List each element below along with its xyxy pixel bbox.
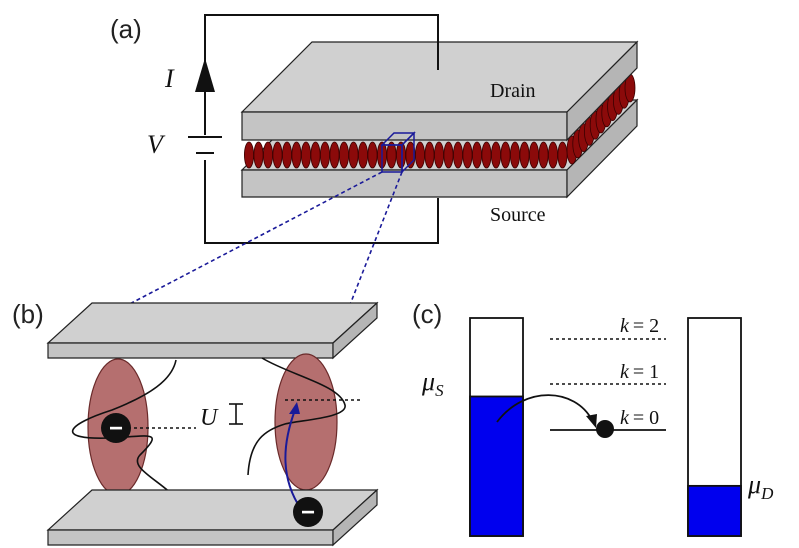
molecule	[548, 141, 559, 169]
molecule	[471, 141, 482, 169]
molecule	[490, 141, 501, 169]
molecule	[281, 141, 292, 169]
transfer-arrow-icon	[586, 414, 597, 428]
molecule	[462, 141, 473, 169]
molecule	[338, 141, 349, 169]
tunneling-path	[284, 409, 304, 513]
drain-electrode	[240, 40, 639, 142]
molecule	[557, 141, 568, 169]
current-arrow-icon	[195, 58, 215, 92]
molecule	[529, 141, 540, 169]
level-k0-label: k= 0	[620, 407, 659, 429]
molecule	[481, 141, 492, 169]
molecule	[509, 141, 520, 169]
electron-sign: −	[301, 499, 315, 526]
molecule	[319, 141, 330, 169]
level-k1-label: k= 1	[620, 361, 659, 383]
zoom-guide-lines	[54, 171, 403, 344]
molecule	[348, 141, 359, 169]
level-electron-icon	[596, 420, 614, 438]
molecule	[452, 141, 463, 169]
source-filled-states	[469, 395, 524, 537]
voltage-label: V	[147, 130, 166, 159]
molecule	[443, 141, 454, 169]
molecule	[367, 141, 378, 169]
battery-icon	[188, 136, 222, 154]
molecule	[414, 141, 425, 169]
molecule	[357, 141, 368, 169]
panel-c-label: (c)	[412, 299, 442, 329]
vibration-curves	[71, 357, 346, 501]
electron-sign: −	[109, 415, 123, 442]
molecule	[291, 141, 302, 169]
electron-icon: −	[101, 413, 131, 443]
molecule-right	[274, 353, 338, 491]
interaction-label: U	[200, 405, 219, 431]
source-potential-label: μS	[421, 367, 444, 400]
molecule	[386, 141, 397, 169]
source-label: Source	[490, 204, 546, 226]
molecule	[243, 141, 254, 169]
level-k2-label: k= 2	[620, 315, 659, 337]
tunneling-arrow-icon	[289, 402, 300, 414]
molecule	[262, 141, 273, 169]
top-electrode	[46, 301, 379, 360]
molecule	[300, 141, 311, 169]
molecule	[310, 141, 321, 169]
molecule	[433, 141, 444, 169]
molecule	[329, 141, 340, 169]
drain-potential-label: μD	[747, 470, 774, 503]
molecule	[500, 141, 511, 169]
drain-label: Drain	[490, 80, 536, 102]
molecule	[519, 141, 530, 169]
panel-b-label: (b)	[12, 299, 44, 329]
bottom-electrode	[46, 488, 379, 547]
electron-icon: −	[293, 497, 323, 527]
molecule	[272, 141, 283, 169]
molecule	[424, 141, 435, 169]
transfer-arrow	[496, 394, 593, 423]
drain-filled-states	[687, 484, 742, 537]
molecule	[538, 141, 549, 169]
interaction-bracket-icon	[229, 403, 243, 425]
panel-a-label: (a)	[110, 14, 142, 44]
molecule	[395, 141, 406, 169]
current-label: I	[164, 64, 175, 93]
molecule	[253, 141, 264, 169]
